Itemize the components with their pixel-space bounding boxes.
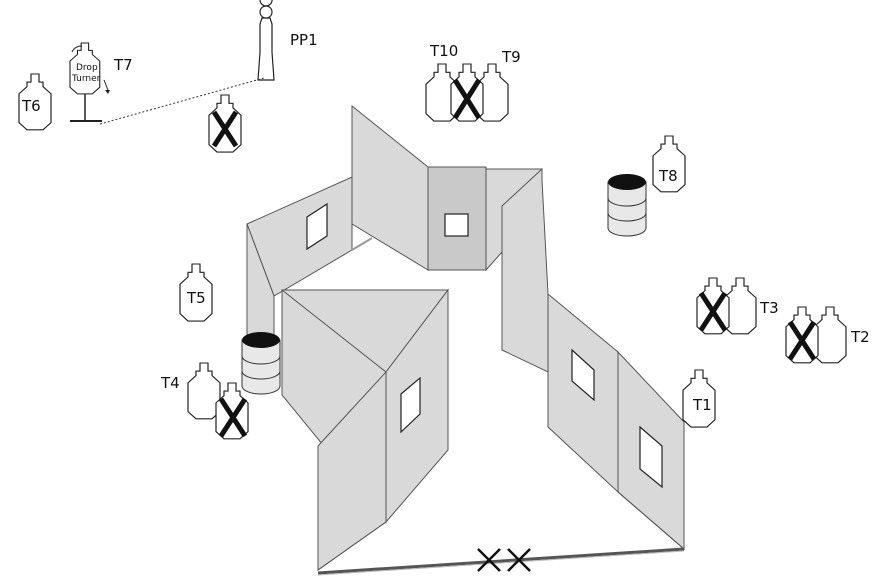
target-group-t3 <box>696 277 757 335</box>
activation-line <box>99 77 265 125</box>
label-t2: T2 <box>850 328 870 346</box>
drop-turner-label-line1: Drop <box>76 63 98 73</box>
start-position-marks <box>477 548 531 572</box>
wall-panel-back-center <box>351 104 429 271</box>
target-t4 <box>187 362 221 420</box>
no-shoot-top-left <box>208 94 242 153</box>
target-t2 <box>813 306 847 364</box>
label-shooter-position: PP1 <box>290 31 318 49</box>
window-center-front <box>400 376 421 434</box>
label-t3: T3 <box>759 299 779 317</box>
wall-panel-right-upper <box>501 167 549 373</box>
label-t4: T4 <box>160 374 180 392</box>
label-t9: T9 <box>501 48 521 66</box>
wall-structure <box>246 104 685 576</box>
drop-turner-label-line2: Turner <box>71 74 101 84</box>
label-t10: T10 <box>429 42 458 60</box>
wall-panel-right-1 <box>547 292 619 494</box>
drop-turner-target <box>69 42 110 122</box>
window-left-wall <box>306 202 328 251</box>
label-t1: T1 <box>692 396 712 414</box>
target-group-t4 <box>187 362 249 440</box>
label-t7: T7 <box>113 56 133 74</box>
shooter-figure <box>257 0 275 81</box>
window-back-center <box>444 213 469 237</box>
fault-line <box>317 547 685 575</box>
barrel-left <box>241 332 281 395</box>
label-t5: T5 <box>186 289 206 307</box>
window-right-1 <box>571 348 595 402</box>
label-t6: T6 <box>21 97 41 115</box>
target-group-t10-t9 <box>425 63 509 122</box>
window-right-2 <box>639 425 663 489</box>
barrel-right <box>607 174 647 237</box>
target-group-t2 <box>785 306 847 364</box>
wall-edge-left <box>317 521 387 571</box>
wall-edge-right <box>617 491 685 550</box>
label-t8: T8 <box>658 167 678 185</box>
